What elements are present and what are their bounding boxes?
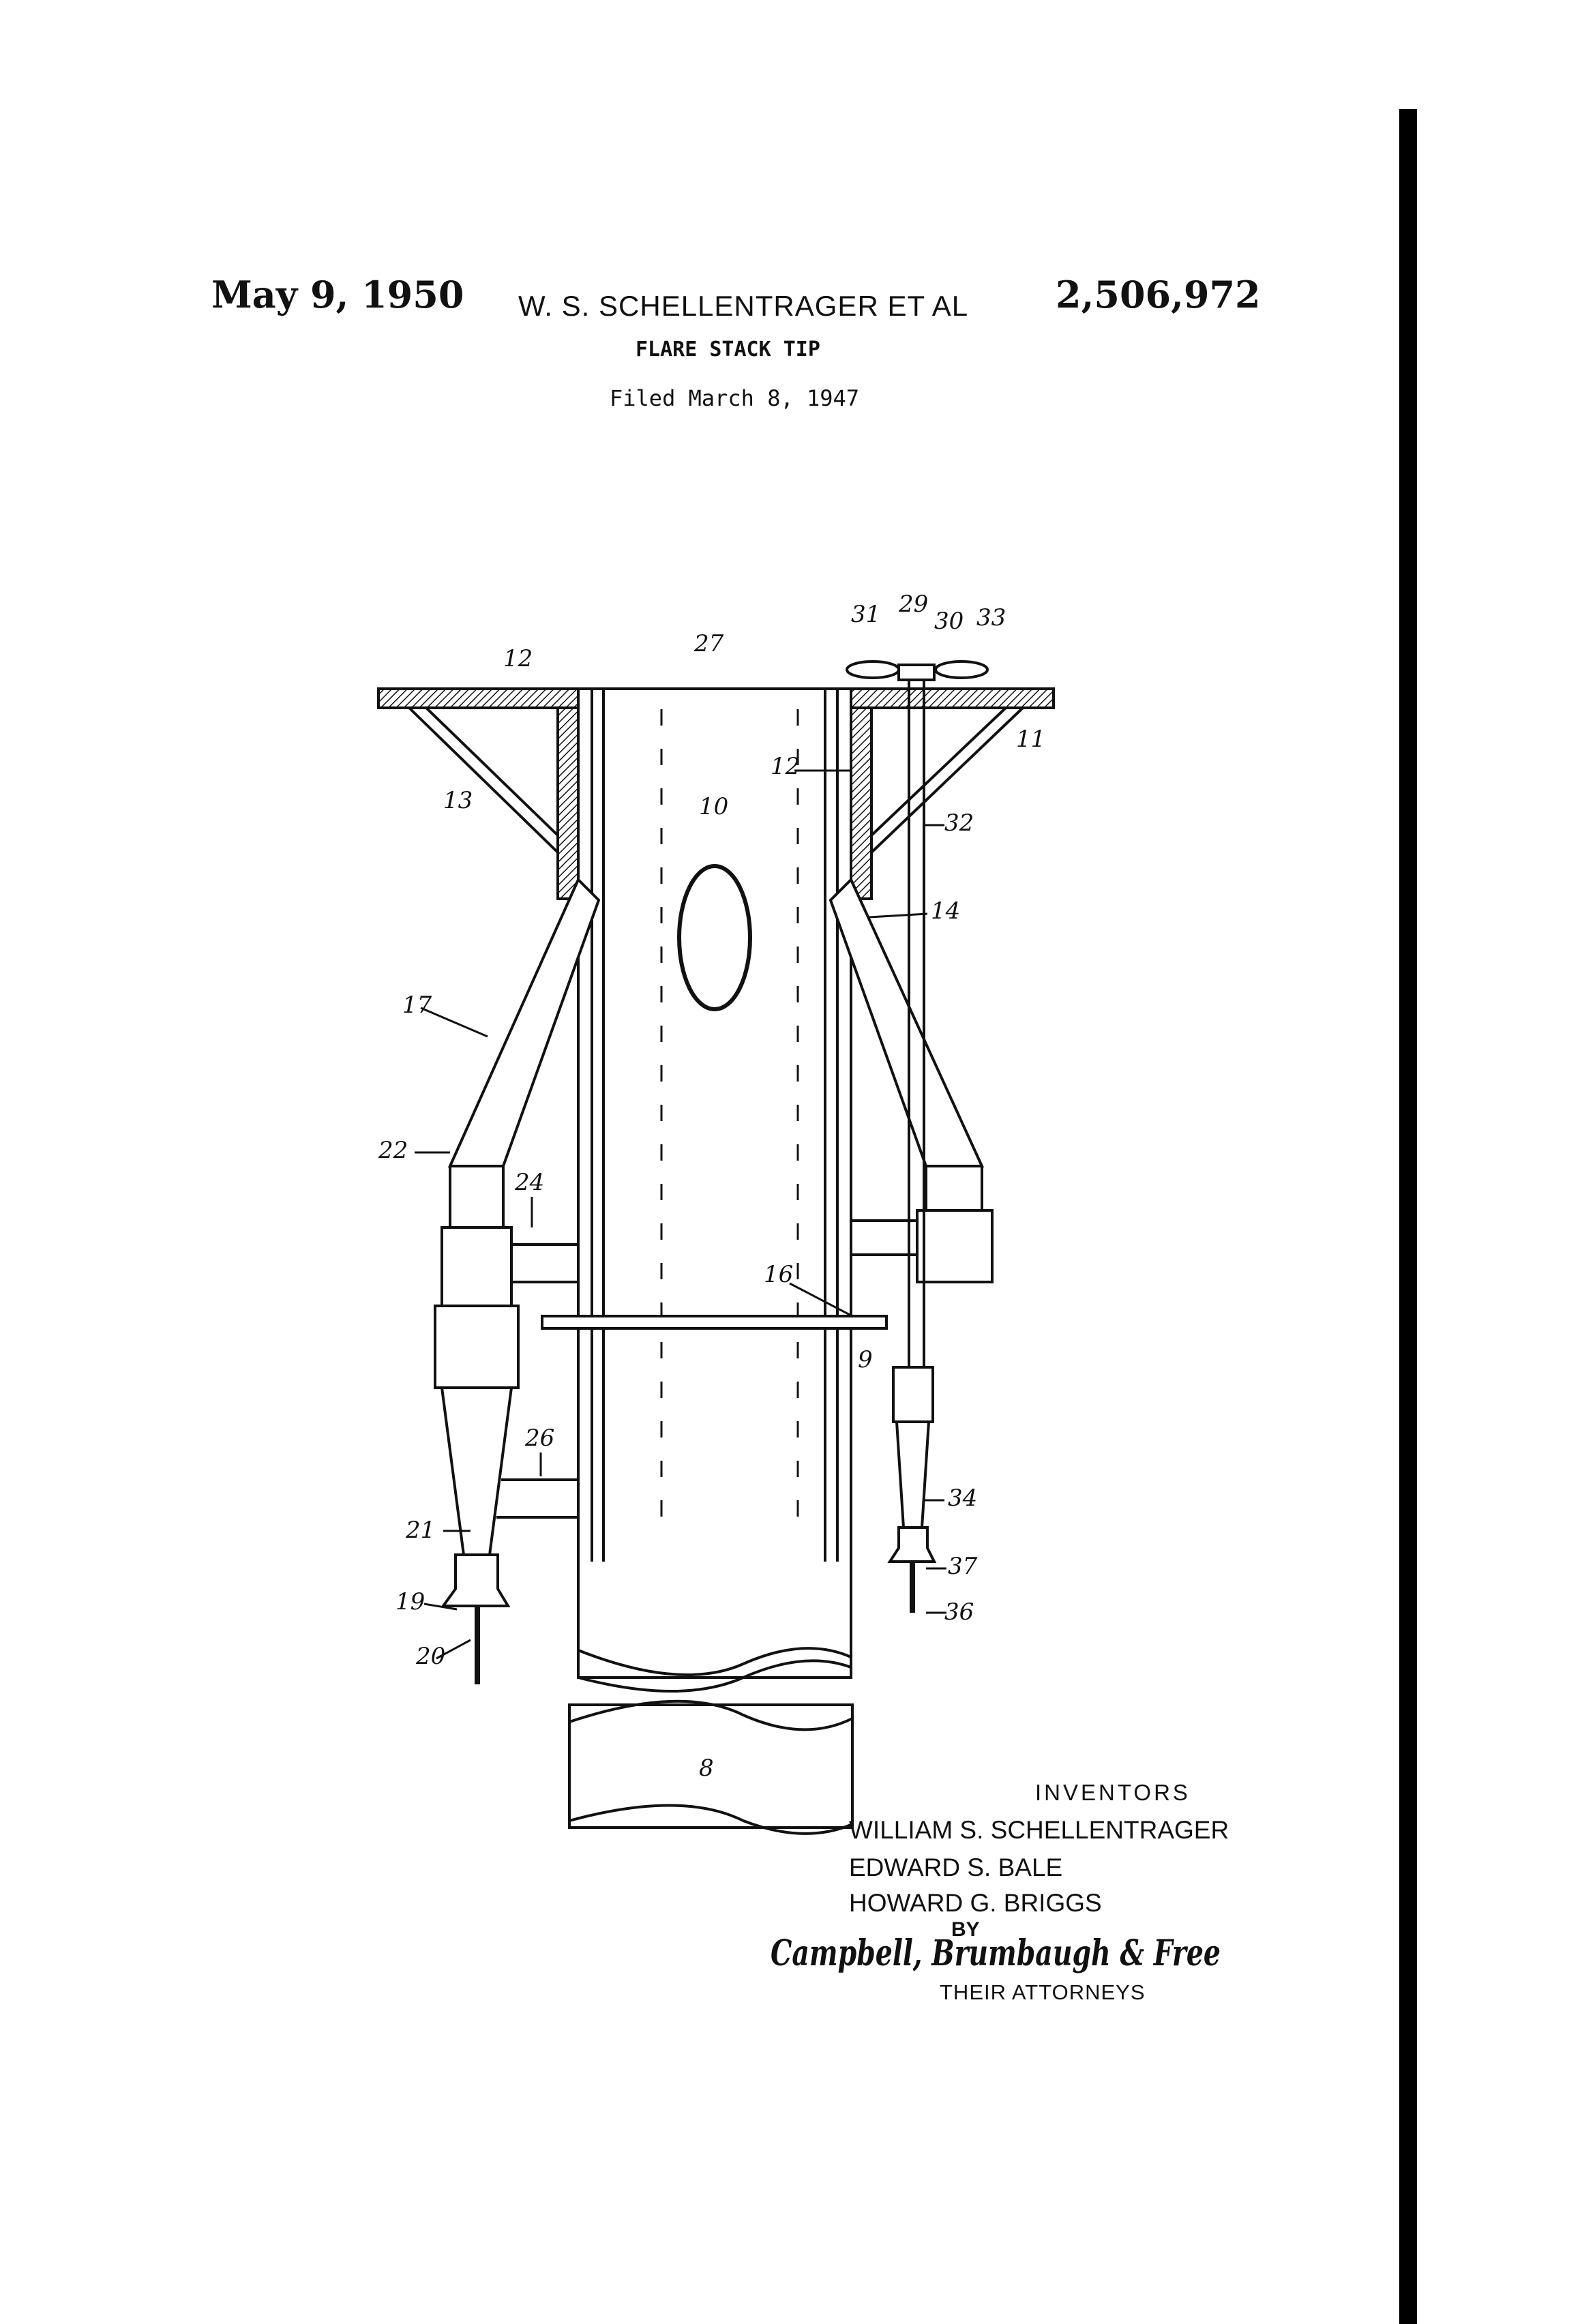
svg-text:37: 37: [948, 1553, 978, 1580]
svg-text:36: 36: [944, 1598, 974, 1626]
inventor-name-2: EDWARD S. BALE: [849, 1853, 1062, 1882]
inventor-name-3: HOWARD G. BRIGGS: [849, 1889, 1102, 1918]
svg-text:11: 11: [1016, 726, 1045, 753]
svg-text:12: 12: [503, 645, 533, 672]
svg-text:30: 30: [934, 608, 964, 635]
inventors-heading: INVENTORS: [1035, 1780, 1191, 1806]
svg-text:32: 32: [944, 809, 974, 837]
svg-text:10: 10: [699, 793, 728, 820]
attorney-signature: Campbell, Brumbaugh & Free: [771, 1923, 1234, 1984]
scan-edge-bar: [1399, 109, 1417, 2324]
svg-text:21: 21: [405, 1517, 435, 1544]
svg-text:22: 22: [378, 1137, 408, 1164]
svg-text:17: 17: [402, 992, 432, 1019]
svg-text:9: 9: [858, 1346, 873, 1373]
svg-text:26: 26: [524, 1425, 554, 1452]
svg-text:16: 16: [764, 1261, 793, 1288]
svg-text:12: 12: [771, 753, 800, 780]
svg-text:31: 31: [851, 601, 880, 628]
svg-text:8: 8: [699, 1755, 714, 1782]
svg-text:34: 34: [948, 1485, 977, 1512]
svg-text:33: 33: [976, 604, 1006, 631]
svg-text:27: 27: [693, 630, 724, 657]
svg-text:19: 19: [395, 1588, 425, 1615]
svg-text:14: 14: [931, 897, 960, 925]
svg-text:Campbell, Brumbaugh & Free: Campbell, Brumbaugh & Free: [771, 1933, 1221, 1974]
inventor-name-1: WILLIAM S. SCHELLENTRAGER: [849, 1816, 1229, 1845]
svg-text:24: 24: [514, 1169, 544, 1196]
svg-text:13: 13: [443, 787, 473, 814]
attorneys-label: THEIR ATTORNEYS: [940, 1980, 1146, 2005]
svg-text:29: 29: [898, 591, 928, 618]
main-stack: [578, 689, 851, 1678]
